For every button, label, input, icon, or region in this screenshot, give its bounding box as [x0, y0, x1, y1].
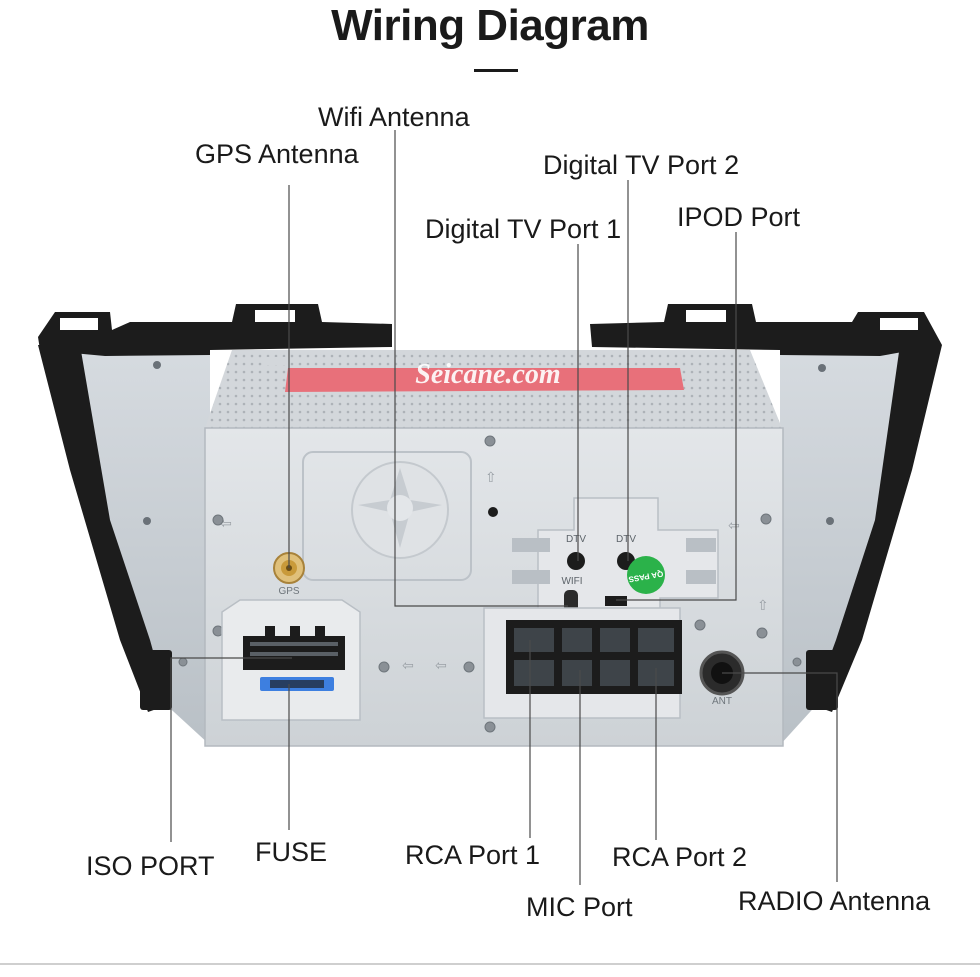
rca-harness: [483, 607, 682, 719]
svg-text:GPS: GPS: [278, 586, 299, 597]
label-digital-tv-port-1: Digital TV Port 1: [425, 214, 622, 244]
side-screws: [143, 361, 834, 525]
title-underline: [474, 69, 518, 72]
svg-text:DTV: DTV: [616, 534, 636, 545]
ipod-port: [605, 596, 627, 606]
label-wifi-antenna: Wifi Antenna: [318, 102, 470, 132]
svg-text:⇧: ⇧: [485, 469, 497, 485]
label-ipod-port: IPOD Port: [677, 202, 801, 232]
leader-lines: [170, 130, 838, 885]
bottom-divider: [0, 963, 980, 965]
svg-text:⇦: ⇦: [728, 517, 740, 533]
label-digital-tv-port-2: Digital TV Port 2: [543, 150, 740, 180]
label-rca-port-2: RCA Port 2: [612, 842, 748, 872]
svg-text:DTV: DTV: [566, 534, 586, 545]
iso-fuse-recess: [221, 599, 361, 721]
svg-text:⇧: ⇧: [757, 597, 769, 613]
leader-wifi: [394, 130, 568, 607]
mounting-bracket-right: [590, 304, 942, 712]
svg-text:⇦: ⇦: [435, 657, 447, 673]
label-iso-port: ISO PORT: [86, 851, 215, 881]
svg-text:⇦: ⇦: [220, 515, 232, 531]
leader-ipod: [616, 232, 737, 601]
foot-right: [806, 650, 838, 710]
label-fuse: FUSE: [255, 837, 328, 867]
leader-radio: [722, 672, 838, 882]
brand-sticker: Seicane.com: [285, 359, 684, 392]
side-panel-left: [70, 345, 210, 745]
label-radio-antenna: RADIO Antenna: [738, 886, 931, 916]
watermark: Seicane.com: [415, 359, 560, 390]
svg-text:⇦: ⇦: [402, 657, 414, 673]
mounting-bracket-left: [38, 304, 392, 712]
leader-iso: [170, 657, 292, 842]
label-rca-port-1: RCA Port 1: [405, 840, 541, 870]
qa-sticker: [627, 556, 665, 594]
label-gps-antenna: GPS Antenna: [195, 139, 359, 169]
side-panel-right: [780, 345, 910, 745]
label-mic-port: MIC Port: [526, 892, 633, 922]
foot-left: [140, 650, 172, 710]
page-title: Wiring Diagram: [331, 1, 649, 50]
svg-text:WIFI: WIFI: [561, 576, 582, 587]
dtv-port-1: [567, 552, 585, 570]
svg-text:ANT: ANT: [712, 696, 732, 707]
